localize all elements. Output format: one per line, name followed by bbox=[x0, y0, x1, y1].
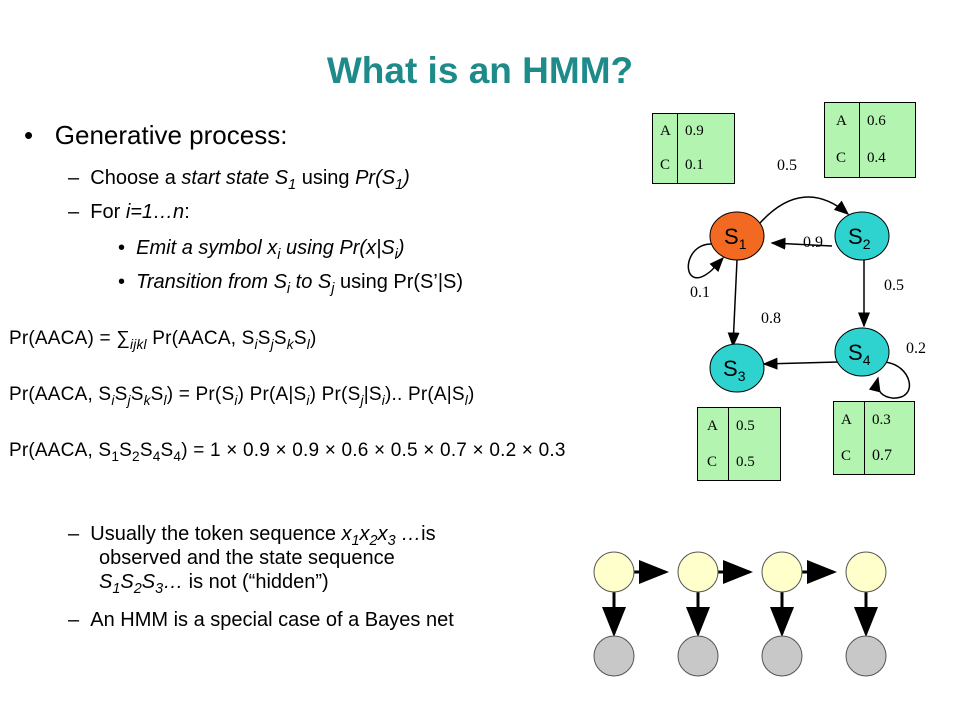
bn-observed-node-4 bbox=[845, 635, 887, 677]
sub-emit-symbol: • Emit a symbol xi using Pr(x|Si) bbox=[118, 237, 405, 263]
dash-token-line2: observed and the state sequence bbox=[99, 547, 395, 569]
edge-s4-self bbox=[868, 361, 911, 399]
dash-bayes-net: – An HMM is a special case of a Bayes ne… bbox=[68, 609, 454, 631]
edge-s1-self bbox=[687, 243, 725, 279]
state-label-s2: S2 bbox=[848, 224, 871, 252]
edge-s1-s2 bbox=[759, 196, 850, 224]
state-label-s4: S4 bbox=[848, 340, 871, 368]
state-node-s4 bbox=[834, 327, 890, 377]
edge-s4-s3 bbox=[762, 357, 839, 370]
equation-example: Pr(AACA, S1S2S4S4) = 1 × 0.9 × 0.9 × 0.6… bbox=[9, 440, 566, 464]
bn-observed-node-2 bbox=[677, 635, 719, 677]
bn-observed-node-1 bbox=[593, 635, 635, 677]
prob-s4-self: 0.2 bbox=[906, 340, 926, 357]
bn-hidden-node-1 bbox=[593, 551, 635, 593]
bn-hidden-node-4 bbox=[845, 551, 887, 593]
bn-hidden-node-3 bbox=[761, 551, 803, 593]
edge-s2-s1 bbox=[770, 237, 833, 250]
sub-transition: • Transition from Si to Sj using Pr(S’|S… bbox=[118, 271, 464, 297]
dash-start-state: – Choose a start state S1 using Pr(S1) bbox=[68, 167, 410, 193]
state-node-s2 bbox=[834, 211, 890, 261]
dash-token-sequence: – Usually the token sequence x1x2x3 …is bbox=[68, 523, 436, 549]
state-label-s1: S1 bbox=[724, 224, 747, 252]
state-node-s3 bbox=[709, 343, 765, 393]
edge-s1-s3 bbox=[727, 259, 740, 348]
prob-s1-self: 0.1 bbox=[690, 284, 710, 301]
prob-s2-s4: 0.5 bbox=[884, 277, 904, 294]
bullet-generative-process: • Generative process: bbox=[24, 120, 288, 150]
dash-for-loop: – For i=1…n: bbox=[68, 201, 190, 223]
bn-observed-node-3 bbox=[761, 635, 803, 677]
equation-marginal: Pr(AACA) = ∑ijkl Pr(AACA, SiSjSkSl) bbox=[9, 328, 317, 352]
bn-hidden-node-2 bbox=[677, 551, 719, 593]
state-label-s3: S3 bbox=[723, 356, 746, 384]
equation-joint: Pr(AACA, SiSjSkSl) = Pr(Si) Pr(A|Si) Pr(… bbox=[9, 384, 475, 408]
dash-token-line3: S1S2S3… is not (“hidden”) bbox=[99, 571, 329, 597]
prob-s1-s3: 0.8 bbox=[761, 310, 781, 327]
prob-s1-s2: 0.5 bbox=[777, 157, 797, 174]
state-node-s1 bbox=[709, 211, 765, 261]
prob-s2-s1: 0.9 bbox=[803, 234, 823, 251]
page-title: What is an HMM? bbox=[326, 50, 634, 91]
